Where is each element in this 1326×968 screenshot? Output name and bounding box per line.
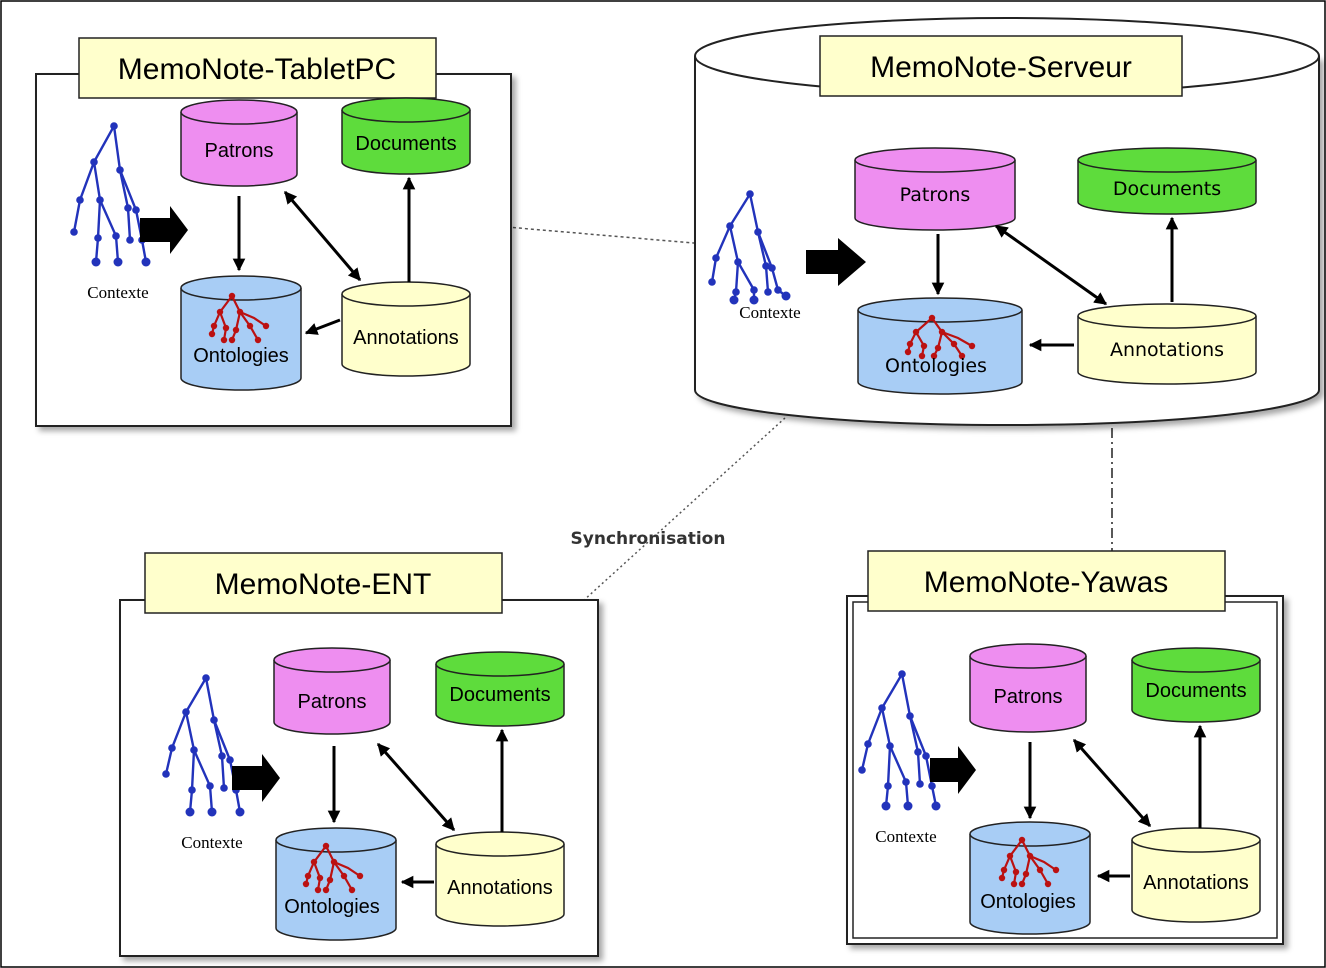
ent-title-box xyxy=(144,552,503,614)
server-context-arrow xyxy=(806,238,866,286)
tablet-patrons-db: Patrons xyxy=(180,99,298,187)
tablet-ontologies-label: Ontologies xyxy=(193,345,289,367)
server-ontologies-label: Ontologies xyxy=(885,355,987,377)
yawas-ontologies-label: Ontologies xyxy=(980,891,1076,913)
server-documents-db: Documents xyxy=(1077,147,1257,215)
tablet-context-arrow xyxy=(140,206,188,254)
server-arrows xyxy=(931,216,1179,352)
node-yawas: MemoNote-Yawas Contexte Pat xyxy=(858,550,1261,935)
yawas-context-tree xyxy=(858,670,941,811)
ent-context-arrow xyxy=(232,754,280,802)
server-ontologies-db: Ontologies xyxy=(857,297,1023,395)
server-annotations-db: Annotations xyxy=(1077,303,1257,385)
tablet-documents-label: Documents xyxy=(355,133,456,155)
connector-tablet-server xyxy=(494,225,706,245)
synchronisation-label: Synchronisation xyxy=(571,529,726,549)
yawas-documents-db: Documents xyxy=(1131,647,1261,723)
ent-documents-db: Documents xyxy=(435,651,565,727)
yawas-ontologies-db: Ontologies xyxy=(969,821,1091,935)
server-documents-label: Documents xyxy=(1113,178,1221,200)
tablet-context-label: Contexte xyxy=(87,283,148,302)
yawas-annotations-label: Annotations xyxy=(1143,872,1249,894)
server-title-box xyxy=(819,35,1183,97)
server-ontology-tree xyxy=(904,314,976,360)
tablet-title: MemoNote-TabletPC xyxy=(118,53,396,86)
ent-context-label: Contexte xyxy=(181,833,242,852)
tablet-ontologies-db: Ontologies xyxy=(180,275,302,391)
ent-patrons-db: Patrons xyxy=(273,647,391,735)
tablet-ontology-tree xyxy=(208,292,270,344)
server-patrons-db: Patrons xyxy=(854,147,1016,231)
server-title: MemoNote-Serveur xyxy=(870,51,1132,84)
node-tablet: MemoNote-TabletPC Contexte xyxy=(70,37,471,391)
yawas-documents-label: Documents xyxy=(1145,680,1246,702)
ent-annotations-label: Annotations xyxy=(447,877,553,899)
yawas-title: MemoNote-Yawas xyxy=(924,566,1169,599)
server-context-label: Contexte xyxy=(739,303,800,322)
tablet-patrons-label: Patrons xyxy=(205,140,274,162)
tablet-annotations-label: Annotations xyxy=(353,327,459,349)
yawas-annotations-db: Annotations xyxy=(1131,827,1261,923)
tablet-context-tree xyxy=(70,122,151,267)
tablet-arrows xyxy=(232,176,416,335)
server-patrons-label: Patrons xyxy=(900,184,971,206)
ent-ontology-tree xyxy=(302,842,364,894)
yawas-ontology-tree xyxy=(998,836,1060,888)
yawas-title-box xyxy=(867,550,1226,612)
tablet-documents-db: Documents xyxy=(341,97,471,175)
server-title-underline-mask xyxy=(860,97,1140,105)
yawas-patrons-label: Patrons xyxy=(994,686,1063,708)
tablet-annotations-db: Annotations xyxy=(341,281,471,377)
server-context-tree xyxy=(708,190,791,305)
ent-patrons-label: Patrons xyxy=(298,691,367,713)
yawas-patrons-db: Patrons xyxy=(969,643,1087,733)
yawas-context-label: Contexte xyxy=(875,827,936,846)
ent-annotations-db: Annotations xyxy=(435,831,565,927)
yawas-context-arrow xyxy=(930,746,976,794)
ent-title: MemoNote-ENT xyxy=(215,568,432,601)
node-server: MemoNote-Serveur Contexte P xyxy=(708,35,1257,395)
ent-ontologies-db: Ontologies xyxy=(275,827,397,941)
tablet-title-box xyxy=(78,37,437,99)
server-annotations-label: Annotations xyxy=(1110,339,1224,361)
node-ent: MemoNote-ENT Contexte Patro xyxy=(144,552,565,941)
yawas-arrows xyxy=(1023,724,1207,883)
ent-documents-label: Documents xyxy=(449,684,550,706)
connector-ent-server xyxy=(561,417,786,621)
ent-arrows xyxy=(327,728,509,889)
ent-ontologies-label: Ontologies xyxy=(284,896,380,918)
